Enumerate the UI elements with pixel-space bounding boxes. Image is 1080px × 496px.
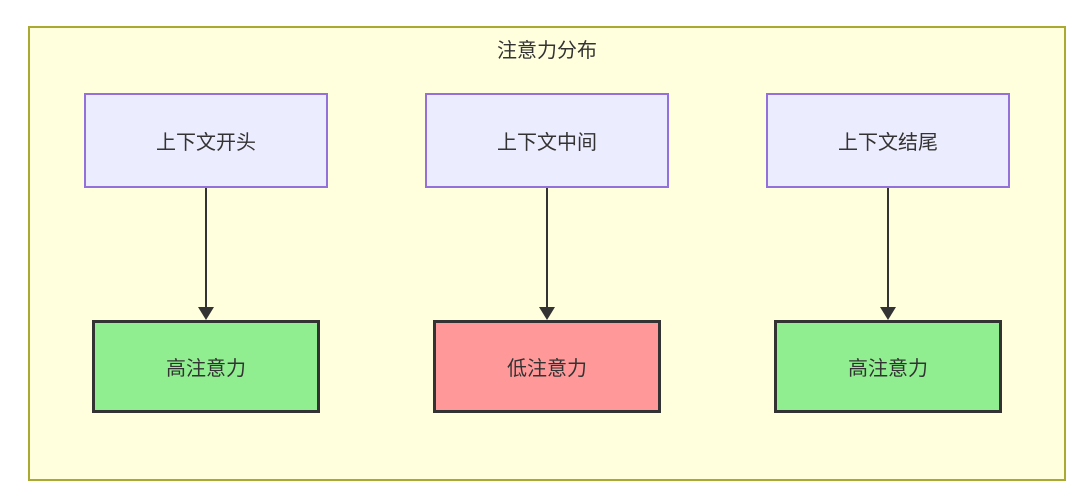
arrow-line xyxy=(205,188,207,308)
column-context-end: 上下文结尾 高注意力 xyxy=(766,93,1010,413)
diagram-title: 注意力分布 xyxy=(497,40,597,62)
node-low-attention-label: 低注意力 xyxy=(507,358,587,380)
arrow-connector-1 xyxy=(198,188,214,320)
arrow-down-icon xyxy=(539,307,555,320)
node-high-attention-1-label: 高注意力 xyxy=(166,358,246,380)
arrow-connector-2 xyxy=(539,188,555,320)
attention-distribution-subgraph: 注意力分布 上下文开头 高注意力 上下文中间 xyxy=(28,26,1066,481)
node-high-attention-2: 高注意力 xyxy=(774,320,1002,413)
node-context-end-label: 上下文结尾 xyxy=(838,132,938,154)
column-context-start: 上下文开头 高注意力 xyxy=(84,93,328,413)
arrow-down-icon xyxy=(880,307,896,320)
node-context-middle-label: 上下文中间 xyxy=(497,132,597,154)
diagram-columns: 上下文开头 高注意力 上下文中间 低注意力 xyxy=(30,93,1064,413)
arrow-connector-3 xyxy=(880,188,896,320)
node-context-start: 上下文开头 xyxy=(84,93,328,188)
node-high-attention-2-label: 高注意力 xyxy=(848,358,928,380)
node-context-end: 上下文结尾 xyxy=(766,93,1010,188)
node-context-middle: 上下文中间 xyxy=(425,93,669,188)
arrow-line xyxy=(887,188,889,308)
node-context-start-label: 上下文开头 xyxy=(156,132,256,154)
node-low-attention: 低注意力 xyxy=(433,320,661,413)
arrow-down-icon xyxy=(198,307,214,320)
arrow-line xyxy=(546,188,548,308)
column-context-middle: 上下文中间 低注意力 xyxy=(425,93,669,413)
node-high-attention-1: 高注意力 xyxy=(92,320,320,413)
